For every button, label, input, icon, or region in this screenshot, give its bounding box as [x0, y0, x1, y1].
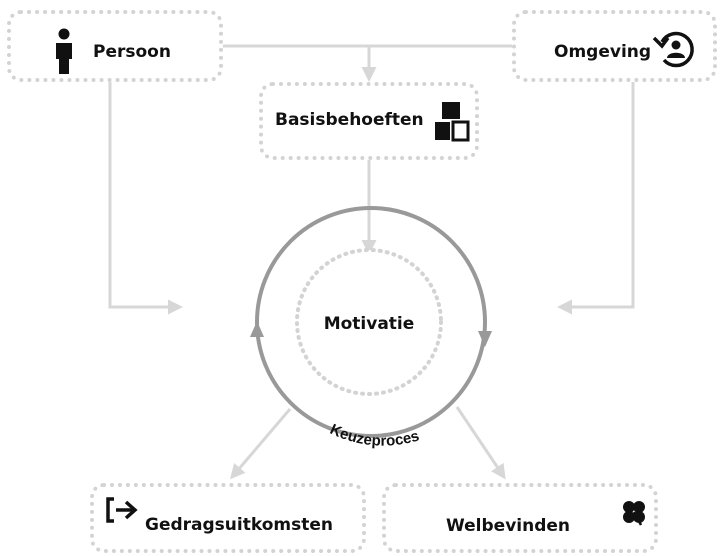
motivatie-circle [295, 248, 443, 396]
omgeving-label: Omgeving [554, 42, 652, 62]
cycle-arrowhead-left [250, 321, 264, 337]
basisbehoeften-label: Basisbehoeften [275, 110, 424, 130]
arrow-omgeving-cycle [557, 82, 635, 315]
clover-icon [623, 501, 645, 526]
arrow-cycle-gedragsuitkomsten [230, 408, 292, 480]
gedragsuitkomsten-node: Gedragsuitkomsten [90, 483, 366, 553]
welbevinden-label: Welbevinden [446, 516, 571, 536]
omgeving-node: Omgeving [512, 10, 717, 82]
basisbehoeften-node: Basisbehoeften [259, 82, 479, 160]
motivatie-label: Motivatie [323, 314, 415, 334]
arrow-cycle-welbevinden [455, 406, 506, 480]
exit-arrow-icon [106, 497, 138, 523]
cycle-label: Keuzeproces [327, 421, 421, 450]
person-icon [56, 28, 72, 74]
stacked-blocks-icon [435, 102, 470, 142]
welbevinden-node: Welbevinden [382, 483, 658, 553]
persoon-node: Persoon [7, 10, 223, 82]
user-circle-arrow-icon [652, 31, 694, 68]
gedragsuitkomsten-label: Gedragsuitkomsten [145, 515, 333, 535]
cycle-arrowhead-right [478, 331, 492, 347]
persoon-label: Persoon [93, 42, 171, 62]
arrow-persoon-cycle [108, 82, 183, 315]
